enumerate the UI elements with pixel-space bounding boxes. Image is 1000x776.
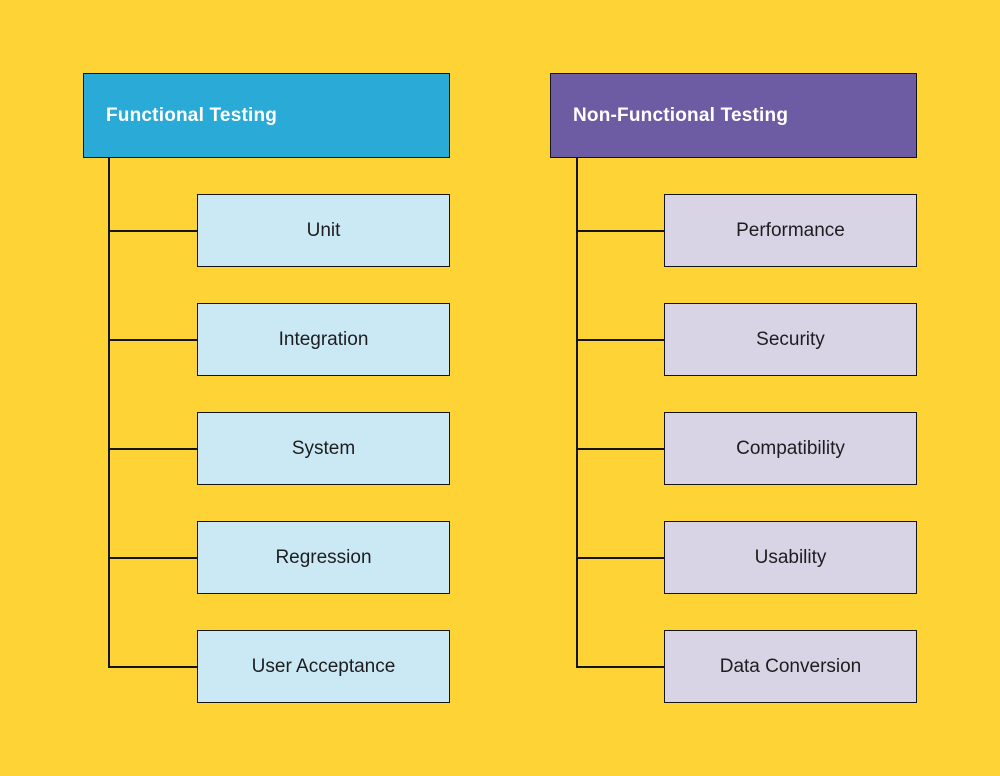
functional-testing-header[interactable]: Functional Testing (83, 73, 450, 158)
node-usability-label: Usability (754, 546, 827, 568)
node-user-acceptance[interactable]: User Acceptance (197, 630, 450, 703)
node-data-conversion[interactable]: Data Conversion (664, 630, 917, 703)
node-usability[interactable]: Usability (664, 521, 917, 594)
non-functional-trunk-line (576, 158, 578, 667)
node-performance[interactable]: Performance (664, 194, 917, 267)
node-unit-label: Unit (306, 219, 341, 241)
node-integration[interactable]: Integration (197, 303, 450, 376)
branch-line-regression (108, 557, 197, 559)
functional-trunk-line (108, 158, 110, 667)
node-security[interactable]: Security (664, 303, 917, 376)
branch-line-system (108, 448, 197, 450)
node-unit[interactable]: Unit (197, 194, 450, 267)
branch-line-integration (108, 339, 197, 341)
branch-line-compatibility (576, 448, 664, 450)
node-security-label: Security (756, 328, 825, 350)
branch-line-performance (576, 230, 664, 232)
node-integration-label: Integration (278, 328, 369, 350)
branch-line-usability (576, 557, 664, 559)
branch-line-user-acceptance (108, 666, 197, 668)
node-performance-label: Performance (736, 219, 845, 241)
non-functional-testing-header[interactable]: Non-Functional Testing (550, 73, 917, 158)
node-system[interactable]: System (197, 412, 450, 485)
branch-line-data-conversion (576, 666, 664, 668)
node-user-acceptance-label: User Acceptance (251, 655, 396, 677)
branch-line-security (576, 339, 664, 341)
node-compatibility-label: Compatibility (736, 437, 845, 459)
non-functional-testing-title: Non-Functional Testing (573, 104, 789, 126)
node-data-conversion-label: Data Conversion (719, 655, 862, 677)
node-system-label: System (291, 437, 356, 459)
functional-testing-title: Functional Testing (106, 104, 278, 126)
node-compatibility[interactable]: Compatibility (664, 412, 917, 485)
branch-line-unit (108, 230, 197, 232)
node-regression[interactable]: Regression (197, 521, 450, 594)
node-regression-label: Regression (275, 546, 372, 568)
